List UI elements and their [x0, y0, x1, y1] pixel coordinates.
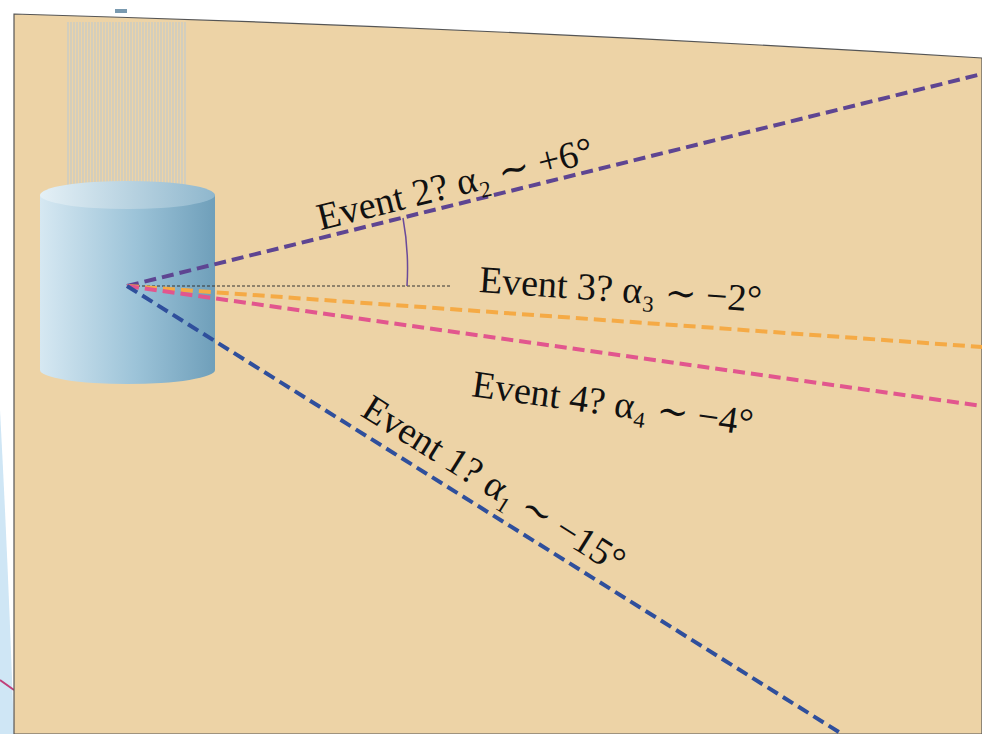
outer-region: [0, 410, 14, 734]
angle-arc: [403, 218, 408, 286]
surface-marker: [115, 9, 127, 13]
horizontal-reference: [127, 286, 450, 287]
earth-region: [14, 14, 982, 734]
detector-strings: [68, 22, 185, 190]
event-2-line: [127, 74, 982, 286]
detector-cylinder: [40, 181, 215, 384]
outer-line: [0, 680, 14, 690]
event-1-line: [127, 286, 842, 734]
